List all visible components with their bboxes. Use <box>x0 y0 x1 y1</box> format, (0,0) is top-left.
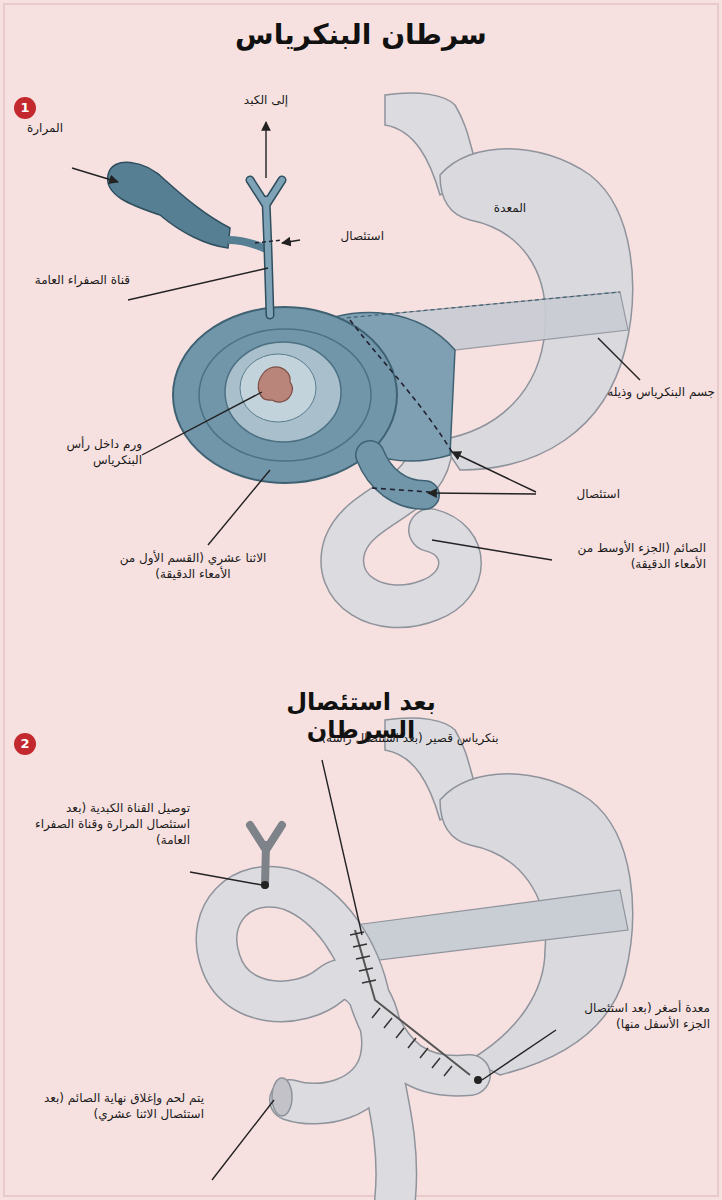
part-label: المعدة <box>475 200 545 216</box>
callout-number: 2 <box>14 733 36 755</box>
part-label: الصائم (الجزء الأوسط من الأمعاء الدقيقة) <box>556 540 706 572</box>
callout-number: 1 <box>14 97 36 119</box>
part-label: جسم البنكرياس وذيله <box>570 384 715 400</box>
diagram-title: سرطان البنكرياس <box>160 18 562 51</box>
part-label: المرارة <box>10 120 80 136</box>
part-label: معدة أصغر (بعد استئصال الجزء الأسفل منها… <box>560 1000 710 1032</box>
part-label: استئصال <box>304 228 384 244</box>
part-label: توصيل القناة الكبدية (بعد استئصال المرار… <box>20 800 190 849</box>
part-label: إلى الكبد <box>225 92 307 108</box>
part-label: بنكرياس قصير (بعد استئصال رأسه) <box>290 730 530 746</box>
part-label: الاثنا عشري (القسم الأول من الأمعاء الدق… <box>118 550 268 582</box>
part-label: استئصال <box>540 486 620 502</box>
part-label: يتم لحم وإغلاق نهاية الصائم (بعد استئصال… <box>14 1090 204 1122</box>
part-label: قناة الصفراء العامة <box>20 272 130 288</box>
part-label: ورم داخل رأس البنكرياس <box>14 436 142 468</box>
